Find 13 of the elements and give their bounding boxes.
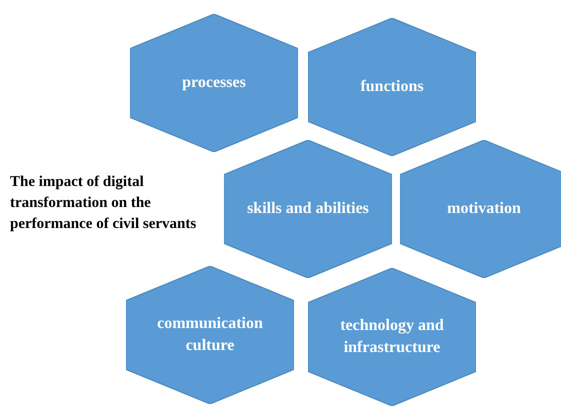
hexagon-node xyxy=(308,18,476,156)
node-label: functions xyxy=(360,77,424,97)
hexagon-node xyxy=(126,266,294,404)
node-label: technology and infrastructure xyxy=(339,316,445,358)
hexagon-node xyxy=(308,268,476,406)
diagram-title: The impact of digital transformation on the performance of civil servants xyxy=(10,173,198,234)
node-label: skills and abilities xyxy=(247,199,369,219)
node-label: processes xyxy=(182,73,246,93)
hexagon-node xyxy=(130,14,298,152)
node-label: communication culture xyxy=(156,314,264,356)
hexagon-node xyxy=(224,140,392,278)
node-label: motivation xyxy=(447,199,521,219)
hexagon-node xyxy=(400,140,561,278)
